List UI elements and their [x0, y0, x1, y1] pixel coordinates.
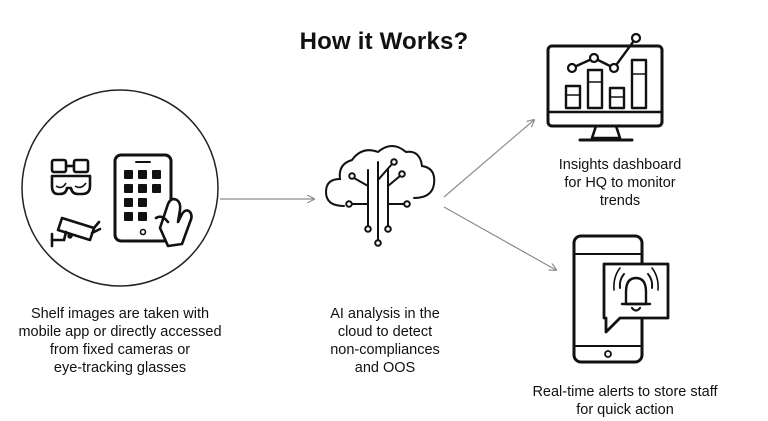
page-title: How it Works?	[299, 28, 469, 55]
monitor-chart-icon	[546, 32, 664, 142]
hand-icon	[154, 197, 193, 248]
ai-step-caption: AI analysis in the cloud to detect non-c…	[330, 306, 440, 376]
eye-tracking-glasses-icon	[50, 158, 92, 196]
insights-step-caption: Insights dashboard for HQ to monitor tre…	[558, 157, 682, 209]
phone-bell-alert-icon	[572, 234, 670, 364]
smartphone-grid-icon	[113, 153, 173, 243]
arrow-ai-to-alerts	[443, 206, 556, 270]
arrow-ai-to-insights	[443, 120, 534, 198]
capture-circle	[21, 89, 219, 287]
capture-step-caption: Shelf images are taken with mobile app o…	[18, 306, 222, 376]
security-camera-icon	[50, 216, 102, 248]
ai-cloud-circuit-icon	[324, 145, 436, 247]
alerts-step-caption: Real-time alerts to store staff for quic…	[532, 384, 718, 418]
